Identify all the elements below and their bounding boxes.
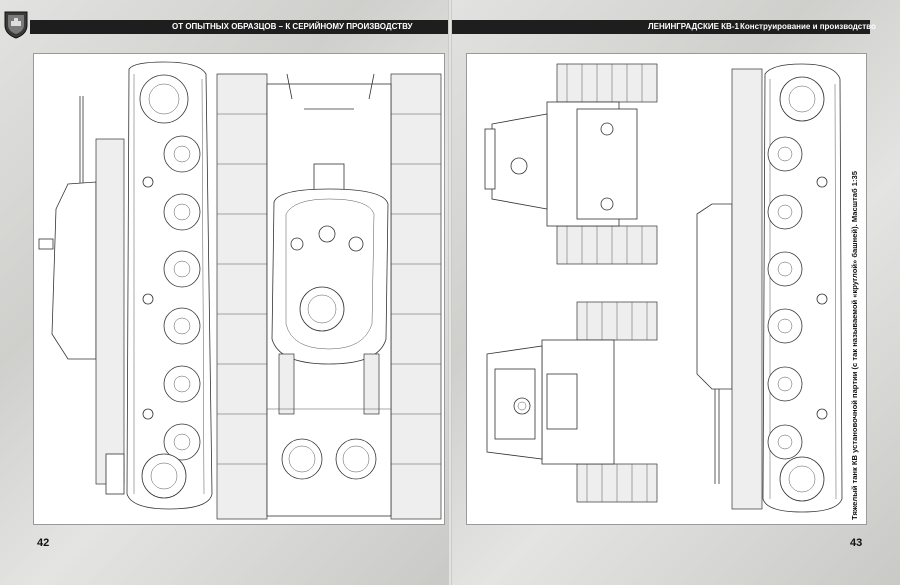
page-number-left: 42	[37, 537, 50, 549]
page-number-right: 43	[850, 537, 863, 549]
side-view-right-drawing	[696, 63, 843, 513]
front-view-drawing	[484, 63, 658, 265]
subsection-title: Конструирование и производство	[740, 22, 876, 31]
tank-front-rear-side-view-drawing	[484, 63, 843, 513]
rear-view-drawing	[486, 301, 658, 503]
running-header-right: ЛЕНИНГРАДСКИЕ КВ-1 Конструирование и про…	[452, 20, 876, 34]
drawing-frame-left	[33, 53, 445, 525]
top-view-drawing	[216, 73, 442, 520]
tank-side-and-top-view-drawing	[38, 61, 442, 520]
section-title: ЛЕНИНГРАДСКИЕ КВ-1	[648, 22, 739, 31]
side-view-drawing	[38, 61, 213, 510]
chapter-title: ОТ ОПЫТНЫХ ОБРАЗЦОВ – К СЕРИЙНОМУ ПРОИЗВ…	[172, 22, 413, 31]
tank-shield-logo-icon	[2, 9, 30, 39]
book-gutter	[448, 0, 452, 585]
drawing-frame-right	[466, 53, 867, 525]
drawing-caption: Тяжелый танк КВ установочной партии (с т…	[850, 171, 859, 520]
running-header-left: ОТ ОПЫТНЫХ ОБРАЗЦОВ – К СЕРИЙНОМУ ПРОИЗВ…	[30, 20, 448, 34]
